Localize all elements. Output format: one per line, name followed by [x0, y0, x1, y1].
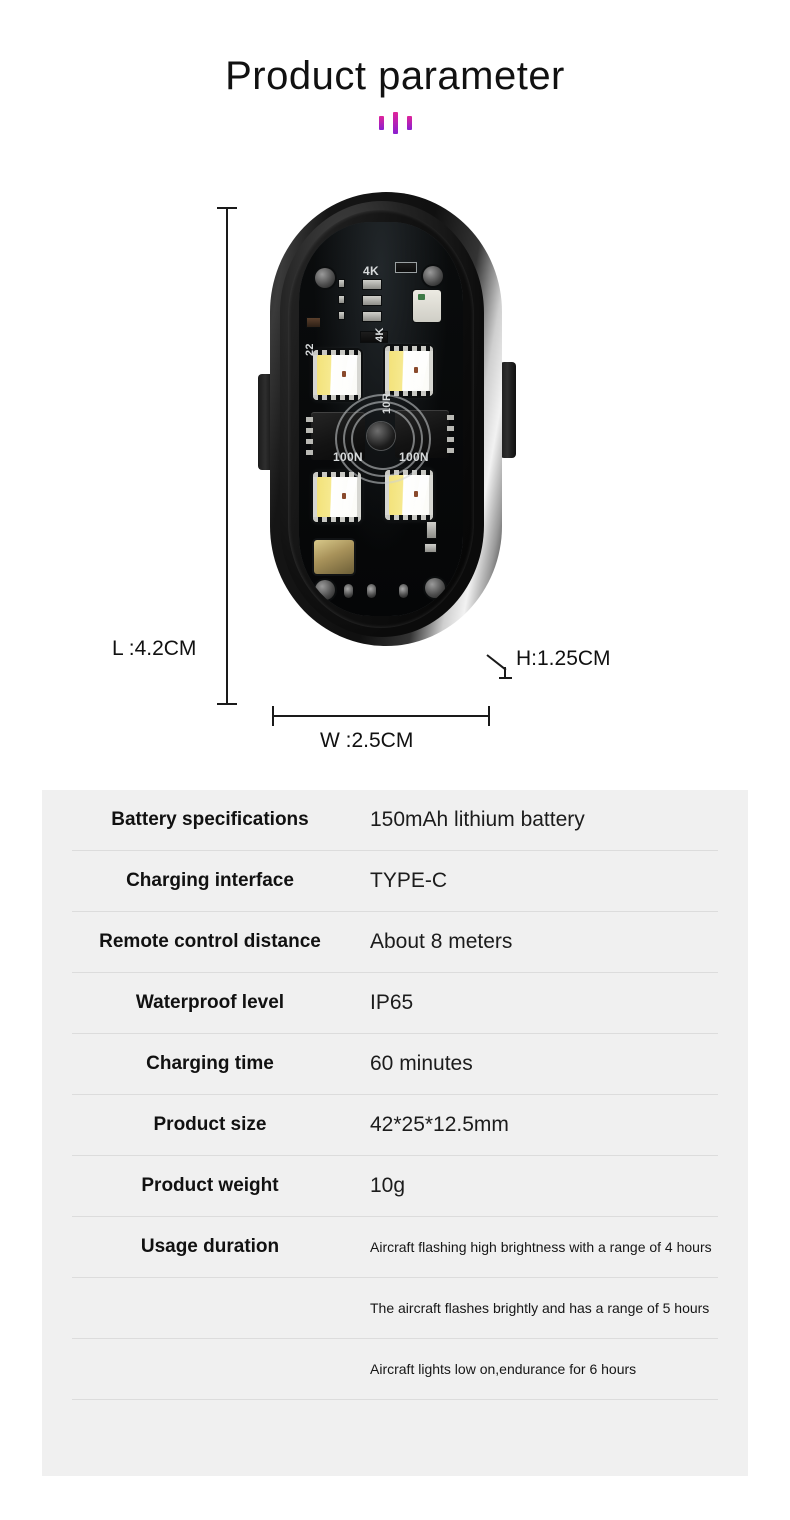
smd-component	[425, 544, 436, 552]
table-row: Remote control distance About 8 meters	[72, 912, 718, 973]
table-row: The aircraft flashes brightly and has a …	[72, 1278, 718, 1339]
table-row: Battery specifications 150mAh lithium bat…	[72, 790, 718, 851]
ir-receiver-dome	[367, 422, 395, 450]
led-bond-wire	[342, 371, 346, 377]
ir-wave-inner	[351, 408, 415, 470]
smd-component	[363, 280, 381, 289]
solder-via	[344, 584, 353, 598]
led-pads-top	[313, 472, 361, 477]
smd-component	[363, 312, 381, 321]
silkscreen-text-4k: 4K	[363, 264, 379, 278]
spec-value: Aircraft flashing high brightness with a…	[370, 1239, 712, 1255]
decoration-bar-left	[378, 116, 384, 130]
table-row: Product size 42*25*12.5mm	[72, 1095, 718, 1156]
led-bond-wire	[342, 493, 346, 499]
decoration-bar-right	[406, 116, 412, 130]
led-bond-wire	[414, 491, 418, 497]
spec-label: Usage duration	[140, 1236, 280, 1257]
table-row: Aircraft lights low on,endurance for 6 h…	[72, 1339, 718, 1400]
smd-component	[363, 296, 381, 305]
silkscreen-text-cap-right: 100N	[399, 450, 429, 464]
length-label: L :4.2CM	[112, 637, 197, 660]
smd-component	[339, 312, 344, 319]
spec-label: Product weight	[141, 1175, 279, 1196]
spec-value: 60 minutes	[370, 1052, 473, 1075]
screw-post-top-right	[423, 266, 443, 286]
ic-pins	[306, 417, 313, 455]
ir-wave-outer	[335, 394, 431, 484]
led-pads-bottom	[313, 517, 361, 522]
page-header: Product parameter	[0, 56, 790, 134]
smd-component	[307, 318, 320, 327]
width-dimension-line	[272, 706, 490, 726]
product-figure: L :4.2CM W :2.5CM H:1.25CM	[0, 180, 790, 780]
led-emitter-top-left	[313, 350, 361, 400]
solder-via	[399, 584, 408, 598]
mounting-tab-right	[500, 362, 516, 458]
table-row: Waterproof level IP65	[72, 973, 718, 1034]
silkscreen-text-cap-left: 100N	[333, 450, 363, 464]
led-pads-bottom	[385, 391, 433, 396]
silkscreen-text-ohm: 10R	[381, 392, 393, 414]
solder-via	[367, 584, 376, 598]
specification-table: Battery specifications 150mAh lithium bat…	[42, 790, 748, 1476]
led-pads-bottom	[313, 395, 361, 400]
screw-post-bottom-right	[425, 578, 445, 598]
ir-wave-middle	[343, 401, 423, 477]
spec-value: About 8 meters	[370, 930, 513, 953]
spec-label: Charging interface	[126, 870, 294, 891]
spec-value: The aircraft flashes brightly and has a …	[370, 1300, 710, 1316]
led-pads-bottom	[385, 515, 433, 520]
silkscreen-text-4k-mid: 4K	[374, 327, 386, 342]
page-title: Product parameter	[225, 54, 565, 98]
spec-value: Aircraft lights low on,endurance for 6 h…	[370, 1361, 637, 1377]
product-image-led-strobe-light: 4K	[252, 192, 520, 646]
silkscreen-text-resistor: 22	[304, 343, 316, 356]
spec-label: Charging time	[146, 1053, 274, 1074]
height-leader-tick-base	[499, 677, 512, 679]
height-leader-tick	[504, 667, 506, 679]
spec-value: 150mAh lithium battery	[370, 808, 585, 831]
indicator-led-small	[413, 290, 441, 322]
length-dimension-line	[217, 207, 237, 705]
title-decoration	[0, 112, 790, 134]
spec-label: Remote control distance	[99, 931, 321, 952]
spec-label: Battery specifications	[111, 809, 309, 830]
table-row: Usage duration Aircraft flashing high bri…	[72, 1217, 718, 1278]
smd-component	[427, 522, 436, 538]
led-pads-top	[313, 350, 361, 355]
screw-post-bottom-left	[315, 580, 335, 600]
smd-component	[339, 296, 344, 303]
led-emitter-top-right	[385, 346, 433, 396]
spec-value: 10g	[370, 1174, 406, 1197]
led-bond-wire	[414, 367, 418, 373]
height-leader-line	[486, 654, 513, 679]
ic-pins	[447, 415, 454, 453]
spec-value: IP65	[370, 991, 414, 1014]
spec-label: Waterproof level	[135, 992, 285, 1013]
table-row: Charging interface TYPE-C	[72, 851, 718, 912]
spec-value: TYPE-C	[370, 869, 448, 892]
decoration-bar-center	[392, 112, 398, 134]
spec-label: Product size	[153, 1114, 267, 1135]
smd-component	[361, 332, 387, 342]
table-row: Charging time 60 minutes	[72, 1034, 718, 1095]
smd-component	[339, 280, 344, 287]
spec-value: 42*25*12.5mm	[370, 1113, 509, 1136]
smd-component	[395, 262, 417, 273]
width-label: W :2.5CM	[320, 729, 414, 752]
screw-post-top-left	[315, 268, 335, 288]
table-row: Product weight 10g	[72, 1156, 718, 1217]
led-pads-top	[385, 346, 433, 351]
height-label: H:1.25CM	[516, 647, 611, 670]
led-emitter-bottom-left	[313, 472, 361, 522]
device-circuit-board: 4K	[299, 222, 463, 616]
crystal-oscillator	[314, 540, 354, 574]
